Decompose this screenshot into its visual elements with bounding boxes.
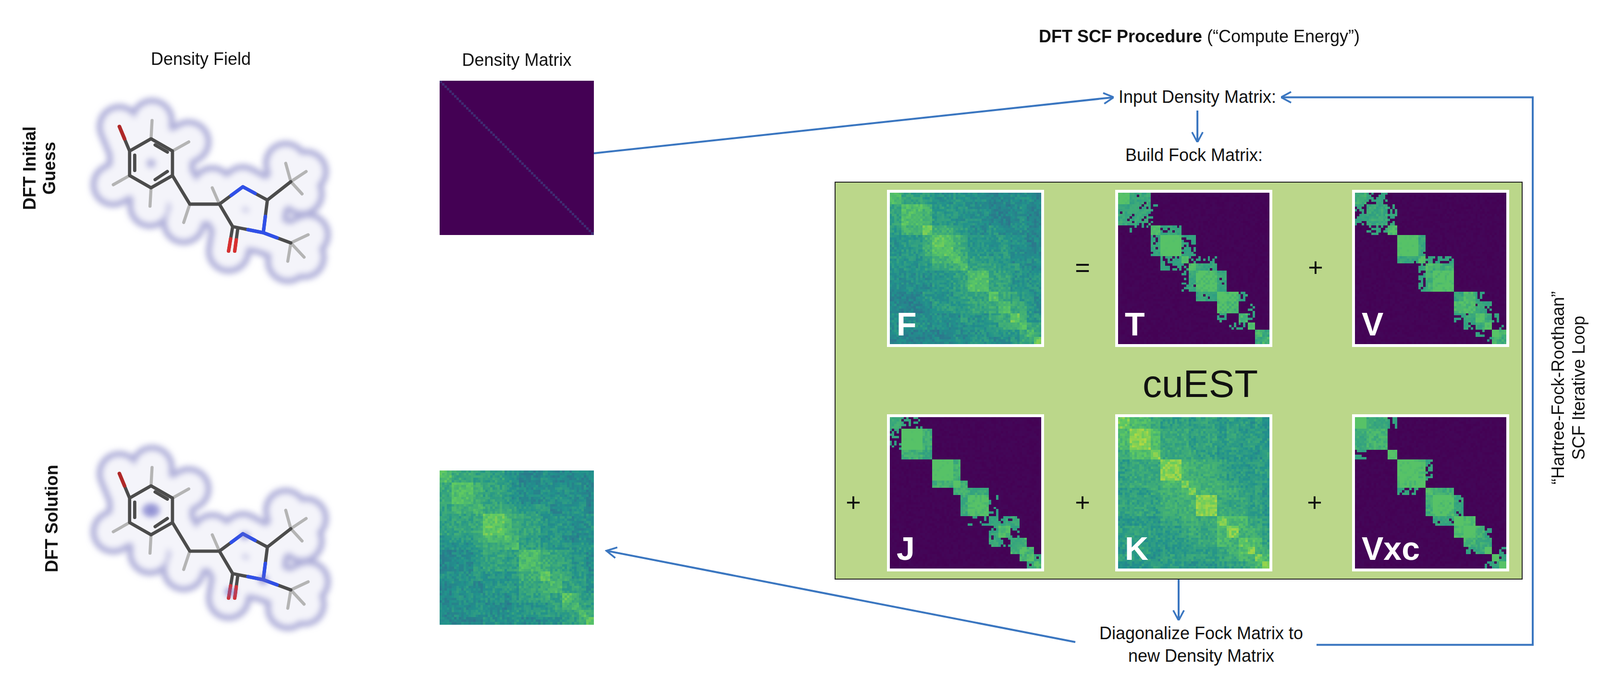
subtitle: (“Compute Energy”)	[1206, 26, 1360, 47]
fock-term-matrix: F	[886, 189, 1045, 347]
flow-arrow	[1196, 110, 1199, 143]
step-label: Input Density Matrix:	[1118, 86, 1277, 109]
nitrogen-bonds	[231, 186, 278, 238]
fock-term-matrix: K	[1115, 414, 1273, 572]
density-matrix: Density Matrix	[439, 80, 594, 235]
density-blob	[258, 574, 269, 585]
fock-term-matrix: V	[1352, 189, 1510, 347]
matrix-letter: K	[1124, 531, 1149, 565]
molecule-illustration	[0, 0, 346, 693]
column-header: Density Matrix	[461, 49, 572, 71]
flow-arrow	[593, 97, 1114, 154]
step-text: Input Density Matrix:	[1113, 84, 1281, 111]
diagram-title: DFT SCF Procedure	[1038, 26, 1203, 47]
row-label: DFT Solution	[41, 446, 62, 591]
density-blob	[224, 586, 237, 597]
density-blob	[141, 503, 160, 518]
flow-arrow	[1177, 579, 1180, 621]
fock-term-matrix: T	[1115, 189, 1273, 347]
operator-sign: +	[845, 487, 862, 517]
step-text: Build Fock Matrix:	[1120, 142, 1268, 169]
molecule	[113, 120, 309, 262]
molecule-solution	[113, 467, 309, 609]
matrix-letter: J	[896, 531, 915, 565]
density-difference	[141, 503, 269, 597]
operator-sign: +	[1074, 487, 1091, 517]
density-halo-edge	[113, 120, 309, 262]
operator-sign: +	[1307, 252, 1324, 283]
density-matrix-heatmap	[439, 470, 594, 625]
matrix-letter: F	[896, 307, 917, 341]
column-header: Density Field	[150, 49, 251, 69]
operator-sign: +	[1306, 487, 1323, 517]
step-label: Diagonalize Fock Matrix to new Density M…	[1090, 622, 1312, 668]
matrix-letter: V	[1361, 307, 1384, 341]
loop-label: “Hartree-Fock-Roothaan” SCF Iterative Lo…	[1547, 282, 1589, 494]
cuest-panel: cuEST F T V J K Vxc	[834, 181, 1523, 580]
fock-term-matrix: J	[886, 414, 1045, 572]
matrix-letter: Vxc	[1361, 531, 1420, 565]
density-blob	[239, 531, 250, 540]
row-label: DFT Initial Guess	[19, 112, 60, 224]
oxygen-bonds	[228, 238, 237, 251]
fock-term-matrix: Vxc	[1352, 414, 1510, 572]
operator-sign: =	[1074, 252, 1091, 283]
step-label: Build Fock Matrix:	[1125, 144, 1263, 167]
panel-title: cuEST	[1142, 362, 1258, 406]
hydrogen-bonds	[113, 120, 309, 262]
density-halo	[113, 120, 309, 262]
bromine-bond	[119, 126, 125, 139]
matrix-letter: T	[1124, 307, 1145, 341]
carbon-bonds	[124, 138, 291, 252]
matrix-heatmap	[439, 80, 594, 235]
step-text: Diagonalize Fock Matrix to new Density M…	[1085, 620, 1317, 670]
title-row: DFT SCF Procedure(“Compute Energy”)	[1038, 26, 1360, 47]
